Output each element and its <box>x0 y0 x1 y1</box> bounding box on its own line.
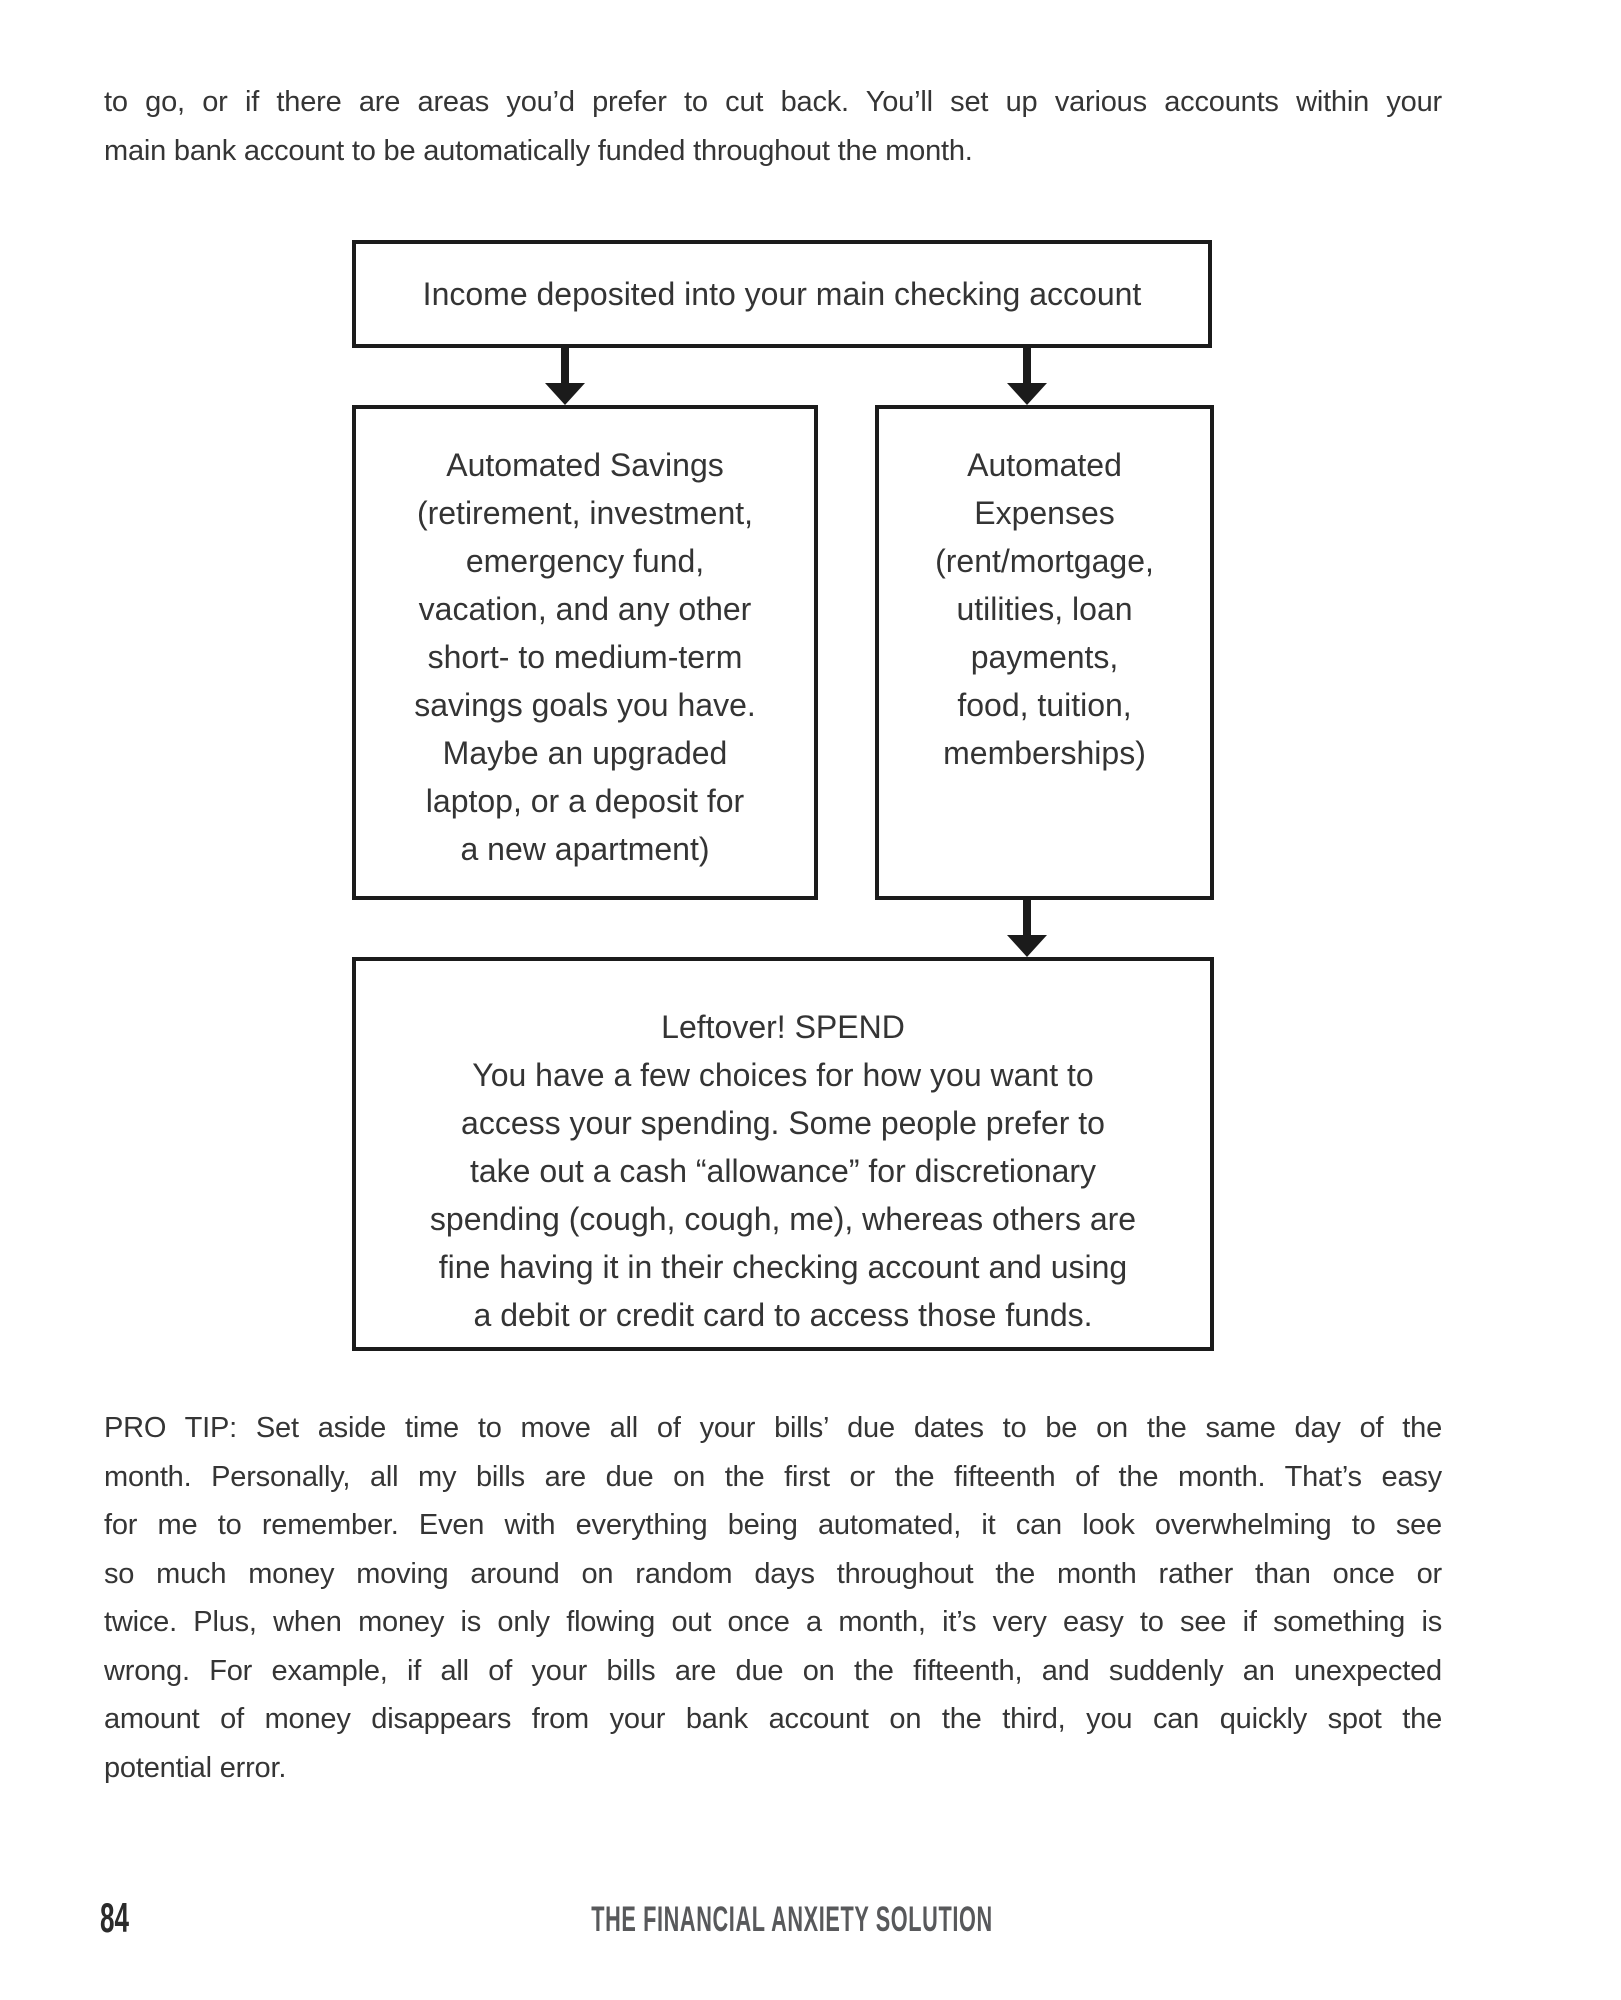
text-line: (rent/mortgage, <box>935 543 1154 579</box>
text-line: main bank account to be automatically fu… <box>104 134 973 167</box>
pro-tip-paragraph: PRO TIP: Set aside time to move all of y… <box>104 1404 1442 1792</box>
text-line: laptop, or a deposit for <box>425 783 745 819</box>
text-line: potential error. <box>104 1751 287 1784</box>
text-line: Leftover! SPEND <box>661 1009 905 1045</box>
arrow-down-icon-savings <box>545 348 585 405</box>
text-line: PRO TIP: Set aside time to move all of y… <box>104 1412 1442 1444</box>
arrow-head <box>545 383 585 405</box>
automated-savings-box: Automated Savings (retirement, investmen… <box>352 405 818 900</box>
text-line: Automated Savings <box>446 447 724 483</box>
text-line: amount of money disappears from your ban… <box>104 1703 1442 1735</box>
text-line: month. Personally, all my bills are due … <box>104 1460 1442 1493</box>
text-line: You have a few choices for how you want … <box>472 1057 1094 1093</box>
page-number: 84 <box>100 1894 129 1941</box>
text-line: take out a cash “allowance” for discreti… <box>469 1153 1097 1189</box>
text-line: to go, or if there are areas you’d prefe… <box>104 86 1442 118</box>
text-line: so much money moving around on random da… <box>104 1557 1442 1590</box>
text-line: for me to remember. Even with everything… <box>104 1509 1442 1541</box>
text-line: payments, <box>970 639 1119 675</box>
leftover-spend-box: Leftover! SPEND You have a few choices f… <box>352 957 1214 1351</box>
text-line: a new apartment) <box>460 831 710 867</box>
text-line: emergency fund, <box>465 543 705 579</box>
text-line: spending (cough, cough, me), whereas oth… <box>429 1201 1137 1237</box>
text-line: Maybe an upgraded <box>442 735 728 771</box>
text-line: (retirement, investment, <box>416 495 754 531</box>
text-line: access your spending. Some people prefer… <box>461 1105 1105 1141</box>
text-line: short- to medium-term <box>427 639 743 675</box>
income-box-text: Income deposited into your main checking… <box>422 276 1142 312</box>
text-line: utilities, loan <box>956 591 1133 627</box>
text-line: twice. Plus, when money is only flowing … <box>104 1606 1442 1638</box>
arrow-stem <box>561 348 569 383</box>
text-line: Expenses <box>974 495 1115 531</box>
arrow-stem <box>1023 900 1031 935</box>
text-line: vacation, and any other <box>418 591 752 627</box>
arrow-down-icon-leftover <box>1007 900 1047 957</box>
intro-paragraph: to go, or if there are areas you’d prefe… <box>104 78 1442 175</box>
income-box: Income deposited into your main checking… <box>352 240 1212 348</box>
running-title: THE FINANCIAL ANXIETY SOLUTION <box>591 1900 993 1939</box>
text-line: memberships) <box>943 735 1146 771</box>
text-line: savings goals you have. <box>414 687 756 723</box>
arrow-down-icon-expenses <box>1007 348 1047 405</box>
text-line: wrong. For example, if all of your bills… <box>104 1654 1442 1687</box>
text-line: food, tuition, <box>957 687 1132 723</box>
text-line: a debit or credit card to access those f… <box>473 1297 1093 1333</box>
automated-expenses-box: Automated Expenses (rent/mortgage, utili… <box>875 405 1214 900</box>
arrow-head <box>1007 383 1047 405</box>
text-line: Automated <box>967 447 1122 483</box>
arrow-head <box>1007 935 1047 957</box>
arrow-stem <box>1023 348 1031 383</box>
text-line: fine having it in their checking account… <box>438 1249 1128 1285</box>
